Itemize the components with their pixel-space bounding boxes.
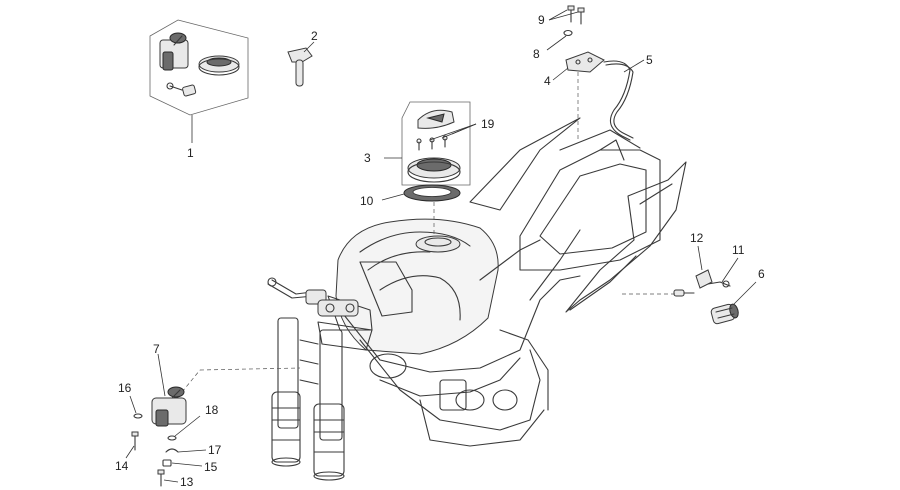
- fuel-cap-lid: [417, 109, 455, 129]
- key-barrel-small: [166, 82, 197, 97]
- gasket-part: [381, 184, 461, 202]
- callout-16: 16: [118, 381, 132, 395]
- callout-14: 14: [115, 459, 129, 473]
- ignition-clip-17: [165, 448, 207, 453]
- callout-15: 15: [204, 460, 218, 474]
- callout-2: 2: [311, 29, 318, 43]
- seat-lock-bolt: [673, 289, 695, 297]
- seat-lock-bracket-group: [546, 5, 645, 141]
- lock-bracket: [552, 51, 605, 81]
- callout-8: 8: [533, 47, 540, 61]
- ignition-washer-18: [167, 415, 201, 441]
- callout-1: 1: [187, 146, 194, 160]
- bracket-screws: [548, 5, 585, 25]
- callout-19: 19: [481, 117, 495, 131]
- callout-13: 13: [180, 475, 194, 489]
- front-fork-right: [313, 329, 345, 481]
- lock-plate: [695, 245, 713, 289]
- release-cable: [603, 59, 645, 141]
- ignition-switch-group: [125, 353, 301, 487]
- fuel-cap-group: [384, 101, 477, 186]
- lock-kit-frame: [149, 19, 249, 116]
- key-part: [287, 41, 315, 87]
- motorcycle-frame-body: [267, 117, 687, 481]
- callout-10: 10: [360, 194, 374, 208]
- callout-17: 17: [208, 443, 222, 457]
- fuel-cap-frame: [401, 101, 471, 186]
- callout-5: 5: [646, 53, 653, 67]
- front-fork-left: [271, 317, 301, 467]
- lock-spring: [707, 257, 739, 288]
- callout-9: 9: [538, 13, 545, 27]
- callout-6: 6: [758, 267, 765, 281]
- ignition-screw-13: [157, 469, 179, 487]
- ignition-spacer-15: [162, 459, 203, 467]
- seat-lock-cylinder: [710, 281, 757, 325]
- lock-kit-group: [149, 19, 249, 143]
- seat-lock-group: [622, 245, 757, 325]
- ignition-washer-16: [129, 395, 143, 419]
- callout-3: 3: [364, 151, 371, 165]
- callout-labels: 1 2 3 4 5 6 7 8 9 10 11 12 13 14 15 16 1…: [115, 13, 765, 489]
- callout-18: 18: [205, 403, 219, 417]
- ignition-screw-14: [125, 431, 139, 459]
- ignition-dash-line: [181, 369, 201, 393]
- callout-7: 7: [153, 342, 160, 356]
- fuel-cap-lock: [198, 55, 240, 76]
- callout-12: 12: [690, 231, 704, 245]
- callout-11: 11: [732, 243, 745, 257]
- bracket-washer: [546, 29, 573, 51]
- callout-4: 4: [544, 74, 551, 88]
- fuel-cap-ring: [407, 157, 461, 183]
- ignition-switch-body: [151, 353, 187, 427]
- ignition-lock-body: [159, 32, 189, 71]
